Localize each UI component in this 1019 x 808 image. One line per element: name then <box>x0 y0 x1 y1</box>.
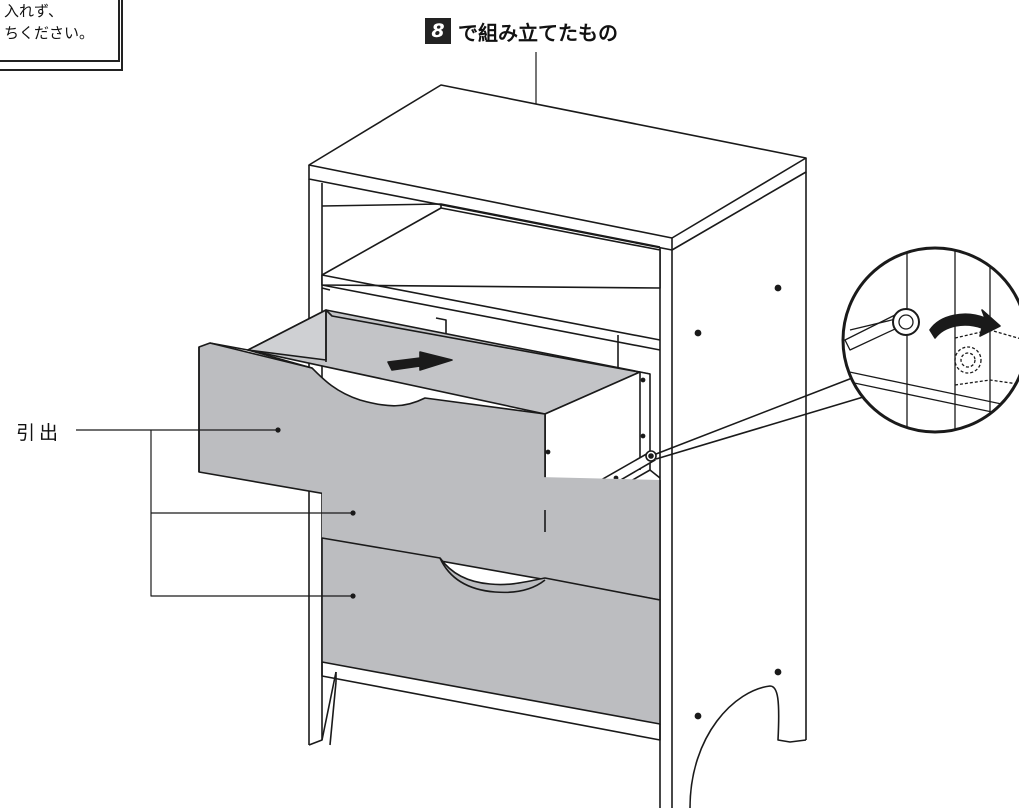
caution-note: 入れず、 ちください。 <box>0 0 120 62</box>
drawer-label: 引出 <box>16 422 63 444</box>
top-panel <box>308 84 807 251</box>
step-title: 8 で組み立てたもの <box>425 18 618 45</box>
step-number-badge: 8 <box>425 18 451 44</box>
note-box-shadow <box>0 0 123 71</box>
right-side-panel <box>659 172 807 808</box>
push-arrow-icon <box>387 351 453 371</box>
detail-callout <box>841 246 1019 434</box>
cabinet-base <box>321 662 661 746</box>
caution-note-line-1: 入れず、 <box>4 2 63 20</box>
open-shelf <box>321 203 661 370</box>
drawer-leader-lines <box>76 429 353 597</box>
caution-note-line-2: ちください。 <box>4 24 95 42</box>
drawer-rail-back <box>321 287 447 335</box>
caution-note-text: 入れず、 ちください。 <box>4 0 94 44</box>
step-caption: で組み立てたもの <box>458 20 618 45</box>
rotate-arrow-icon <box>929 309 1001 339</box>
drawer-stopper-knob <box>645 374 871 462</box>
bottom-drawer <box>321 537 661 725</box>
